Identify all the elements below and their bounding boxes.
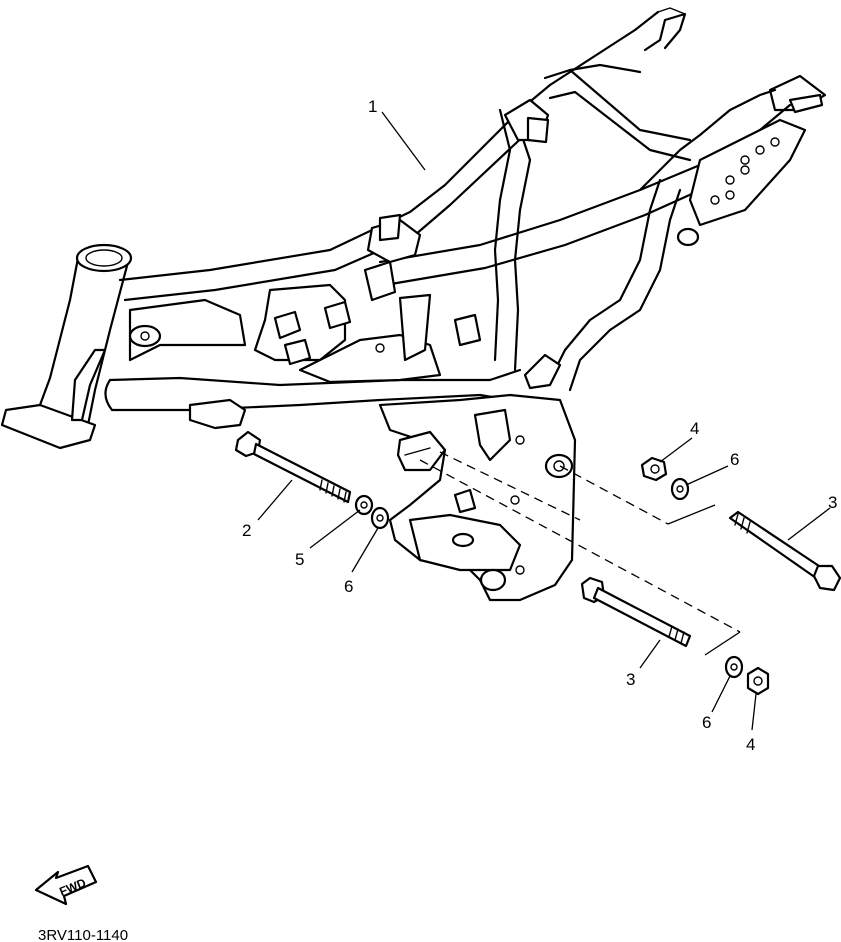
- callout-collar-front: 6: [344, 577, 353, 596]
- forward-arrow-icon: FWD: [34, 864, 98, 906]
- callout-bolt-rear-lower: 3: [626, 670, 635, 689]
- diagram-code: 3RV110-1140: [38, 927, 128, 942]
- callout-collar-lower: 6: [702, 713, 711, 732]
- callout-frame: 1: [368, 97, 377, 116]
- leader-lines: [257, 111, 831, 731]
- callout-bolt-rear-upper: 3: [828, 493, 837, 512]
- collar-upper-part: [670, 477, 690, 501]
- callout-collar-upper: 6: [730, 450, 739, 469]
- nut-upper-part: [640, 456, 668, 482]
- bolt-front-part: [234, 430, 352, 504]
- collar-lower-part: [724, 655, 744, 679]
- callout-nut-lower: 4: [746, 735, 755, 754]
- bolt-rear-lower-part: [580, 576, 692, 648]
- washer-front-part: [354, 494, 374, 516]
- assembly-lines: [419, 451, 741, 656]
- nut-lower-part: [746, 666, 770, 696]
- callout-washer-front: 5: [295, 550, 304, 569]
- main-frame: [0, 7, 827, 602]
- bolt-rear-upper-part: [728, 510, 841, 592]
- callout-bolt-front: 2: [242, 521, 251, 540]
- collar-front-part: [370, 506, 390, 530]
- callout-nut-upper: 4: [690, 419, 699, 438]
